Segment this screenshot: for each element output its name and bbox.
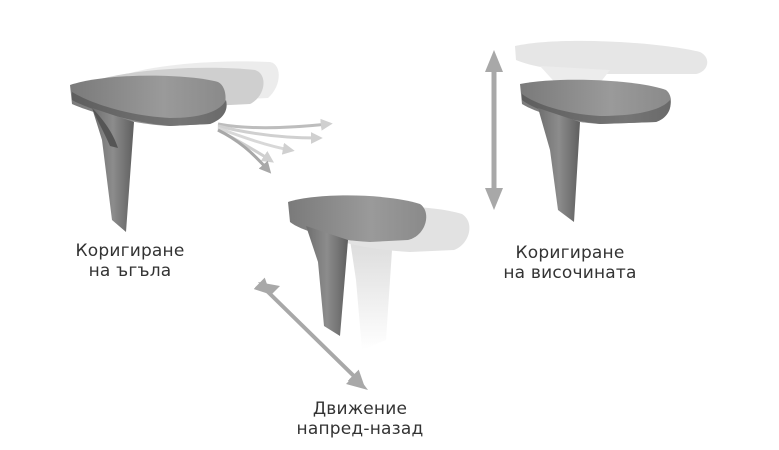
caption-line: на височината [503, 263, 637, 283]
caption-line: Движение [312, 399, 408, 419]
vertical-double-arrow-icon [485, 50, 503, 210]
forward-back-figure [288, 195, 470, 350]
angle-adjustment-figure [70, 61, 279, 232]
fan-curved-arrows-icon [217, 118, 333, 174]
caption-forward-back: Движение напред-назад [270, 399, 450, 439]
height-adjustment-figure [515, 40, 708, 222]
caption-line: напред-назад [296, 419, 424, 439]
caption-line: на ъгъла [88, 261, 172, 281]
diagonal-double-arrow-icon [253, 277, 368, 390]
caption-line: Коригиране [515, 243, 625, 263]
caption-height-adjustment: Коригиране на височината [480, 243, 660, 283]
caption-angle-adjustment: Коригиране на ъгъла [40, 241, 220, 281]
caption-line: Коригиране [75, 241, 185, 261]
